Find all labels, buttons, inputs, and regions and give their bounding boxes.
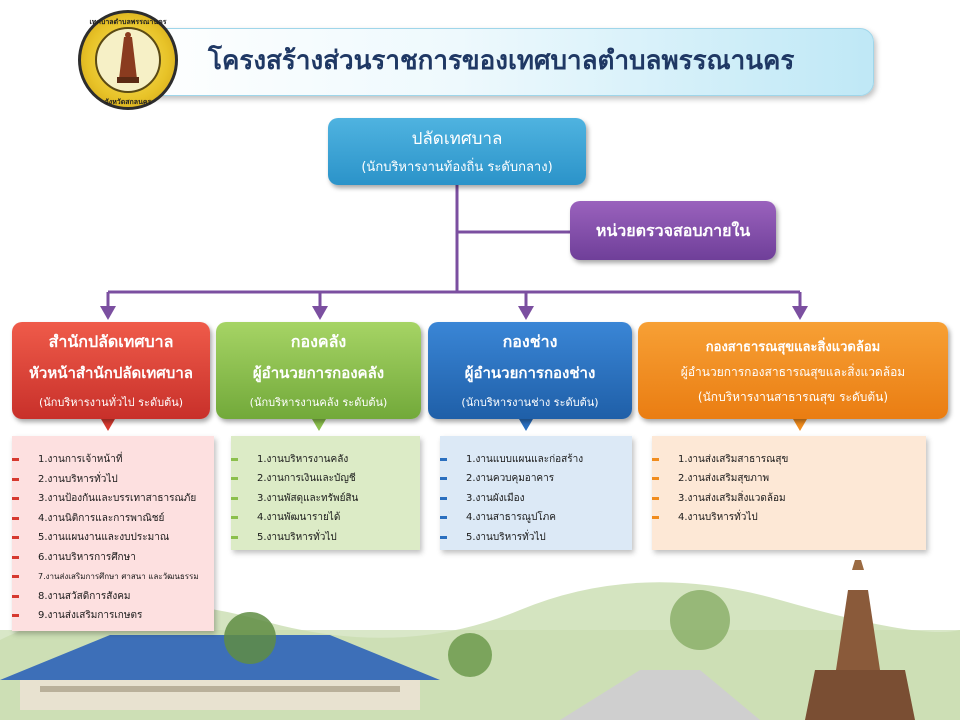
list-item: 3.งานส่งเสริมสิ่งแวดล้อม: [678, 492, 786, 504]
list-item: 5.งานแผนงานและงบประมาณ: [38, 532, 170, 543]
municipal-clerk-box: ปลัดเทศบาล (นักบริหารงานท้องถิ่น ระดับกล…: [328, 118, 586, 185]
list-item: 2.งานควบคุมอาคาร: [466, 473, 555, 485]
list-tick-mark: [231, 536, 238, 539]
title-banner: [120, 28, 874, 96]
seal-emblem-icon: [95, 27, 161, 93]
list-item: 6.งานบริหารการศึกษา: [38, 551, 136, 563]
task-list-public-health: 1.งานส่งเสริมสาธารณสุข 2.งานส่งเสริมสุขภ…: [652, 436, 926, 550]
list-tick-mark: [12, 517, 19, 520]
list-item: 1.งานบริหารงานคลัง: [257, 454, 349, 465]
internal-audit-title: หน่วยตรวจสอบภายใน: [595, 221, 751, 240]
list-tick-mark: [12, 595, 19, 598]
background-scenery: [0, 560, 960, 720]
task-list-office-of-clerk: 1.งานการเจ้าหน้าที่ 2.งานบริหารทั่วไป 3.…: [12, 436, 214, 631]
list-item: 2.งานส่งเสริมสุขภาพ: [678, 473, 770, 485]
list-item: 4.งานนิติการและการพาณิชย์: [38, 512, 165, 524]
list-tick-mark: [652, 458, 659, 461]
municipal-clerk-level: (นักบริหารงานท้องถิ่น ระดับกลาง): [361, 160, 553, 175]
list-item: 1.งานส่งเสริมสาธารณสุข: [678, 454, 789, 465]
seal-text-bottom: จังหวัดสกลนคร: [104, 98, 152, 106]
list-tick-mark: [12, 536, 19, 539]
list-tick-mark: [12, 575, 19, 578]
dept-head: ผู้อำนวยการกองสาธารณสุขและสิ่งแวดล้อม: [680, 365, 906, 379]
dept-level: (นักบริหารงานช่าง ระดับต้น): [461, 396, 599, 409]
list-item: 4.งานสาธารณูปโภค: [466, 512, 556, 524]
list-tick-mark: [231, 497, 238, 500]
list-tick-mark: [12, 497, 19, 500]
dept-head: ผู้อำนวยการกองคลัง: [252, 364, 385, 382]
list-item: 4.งานพัฒนารายได้: [257, 512, 341, 524]
list-item: 1.งานแบบแผนและก่อสร้าง: [466, 454, 584, 465]
list-tick-mark: [440, 497, 447, 500]
dept-head: ผู้อำนวยการกองช่าง: [464, 364, 596, 382]
list-item: 2.งานบริหารทั่วไป: [38, 473, 118, 485]
list-tick-mark: [652, 477, 659, 480]
dept-head: หัวหน้าสำนักปลัดเทศบาล: [29, 364, 193, 382]
dept-public-health: กองสาธารณสุขและสิ่งแวดล้อม ผู้อำนวยการกอ…: [638, 322, 948, 419]
list-item: 1.งานการเจ้าหน้าที่: [38, 454, 123, 465]
dept-level: (นักบริหารงานสาธารณสุข ระดับต้น): [697, 390, 889, 404]
list-item: 3.งานผังเมือง: [466, 492, 525, 504]
list-tick-mark: [440, 458, 447, 461]
list-item: 4.งานบริหารทั่วไป: [678, 512, 758, 524]
list-tick-mark: [231, 516, 238, 519]
dept-office-of-clerk: สำนักปลัดเทศบาล หัวหน้าสำนักปลัดเทศบาล (…: [12, 322, 210, 419]
list-tick-mark: [12, 556, 19, 559]
list-item: 5.งานบริหารทั่วไป: [257, 531, 337, 543]
list-tick-mark: [12, 458, 19, 461]
dept-level: (นักบริหารงานทั่วไป ระดับต้น): [38, 396, 184, 409]
list-tick-mark: [12, 614, 19, 617]
dept-level: (นักบริหารงานคลัง ระดับต้น): [249, 396, 388, 409]
list-item: 5.งานบริหารทั่วไป: [466, 531, 546, 543]
internal-audit-box: หน่วยตรวจสอบภายใน: [570, 201, 776, 260]
list-tick-mark: [440, 516, 447, 519]
dept-title: กองสาธารณสุขและสิ่งแวดล้อม: [705, 340, 881, 355]
list-item: 8.งานสวัสดิการสังคม: [38, 590, 131, 602]
municipality-seal-logo: เทศบาลตำบลพรรณานคร จังหวัดสกลนคร: [78, 10, 178, 110]
list-tick-mark: [652, 516, 659, 519]
list-item: 9.งานส่งเสริมการเกษตร: [38, 610, 143, 621]
task-list-finance: 1.งานบริหารงานคลัง 2.งานการเงินและบัญชี …: [231, 436, 420, 550]
dept-title: กองคลัง: [290, 332, 347, 351]
municipal-clerk-title: ปลัดเทศบาล: [411, 129, 503, 149]
list-tick-mark: [231, 458, 238, 461]
list-tick-mark: [440, 477, 447, 480]
list-tick-mark: [231, 477, 238, 480]
list-item: 3.งานป้องกันและบรรเทาสาธารณภัย: [38, 493, 197, 504]
list-tick-mark: [652, 497, 659, 500]
dept-title: กองช่าง: [502, 332, 558, 351]
list-item: 2.งานการเงินและบัญชี: [257, 473, 356, 485]
seal-text-top: เทศบาลตำบลพรรณานคร: [89, 18, 167, 26]
dept-finance: กองคลัง ผู้อำนวยการกองคลัง (นักบริหารงาน…: [216, 322, 421, 419]
list-item: 7.งานส่งเสริมการศึกษา ศาสนา และวัฒนธรรม: [38, 572, 199, 581]
list-item: 3.งานพัสดุและทรัพย์สิน: [257, 492, 359, 504]
page-title: โครงสร้างส่วนราชการของเทศบาลตำบลพรรณานคร: [208, 46, 795, 76]
dept-title: สำนักปลัดเทศบาล: [48, 332, 174, 351]
list-tick-mark: [12, 478, 19, 481]
list-tick-mark: [440, 536, 447, 539]
task-list-engineering: 1.งานแบบแผนและก่อสร้าง 2.งานควบคุมอาคาร …: [440, 436, 632, 550]
dept-engineering: กองช่าง ผู้อำนวยการกองช่าง (นักบริหารงาน…: [428, 322, 632, 419]
